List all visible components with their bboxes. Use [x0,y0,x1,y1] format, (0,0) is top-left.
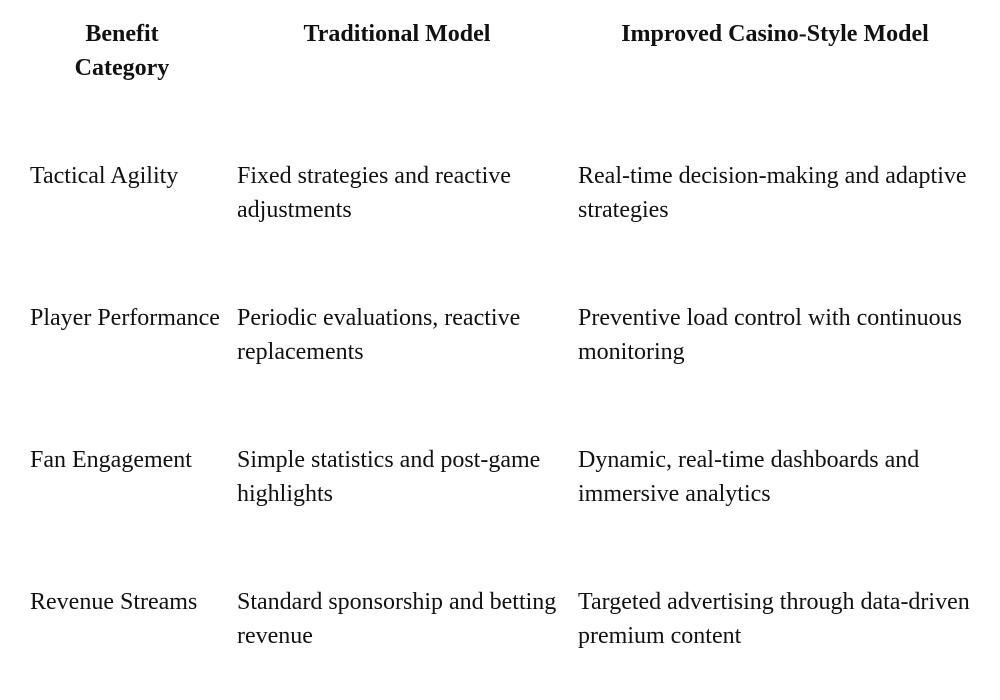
row-category-cell: Player Performance [30,305,220,331]
row-traditional-cell: Periodic evaluations, reactive replaceme… [237,305,521,365]
row-improved-cell: Real-time decision-making and adaptive s… [578,163,967,223]
row-category-cell: Tactical Agility [30,163,179,189]
row-traditional-cell: Fixed strategies and reactive adjustment… [237,163,511,223]
row-category-cell: Fan Engagement [30,447,192,473]
row-traditional-cell: Simple statistics and post-game highligh… [237,447,541,507]
row-traditional-cell: Standard sponsorship and betting revenue [237,589,557,649]
row-improved-cell: Dynamic, real-time dashboards and immers… [578,447,920,507]
column-header-improved-model: Improved Casino-Style Model [621,21,929,47]
column-header-benefit-category: Benefit Category [74,21,170,81]
row-improved-cell: Preventive load control with continuous … [578,305,962,365]
row-category-cell: Revenue Streams [30,589,198,615]
column-header-traditional-model: Traditional Model [303,21,491,47]
row-improved-cell: Targeted advertising through data-driven… [578,589,970,649]
